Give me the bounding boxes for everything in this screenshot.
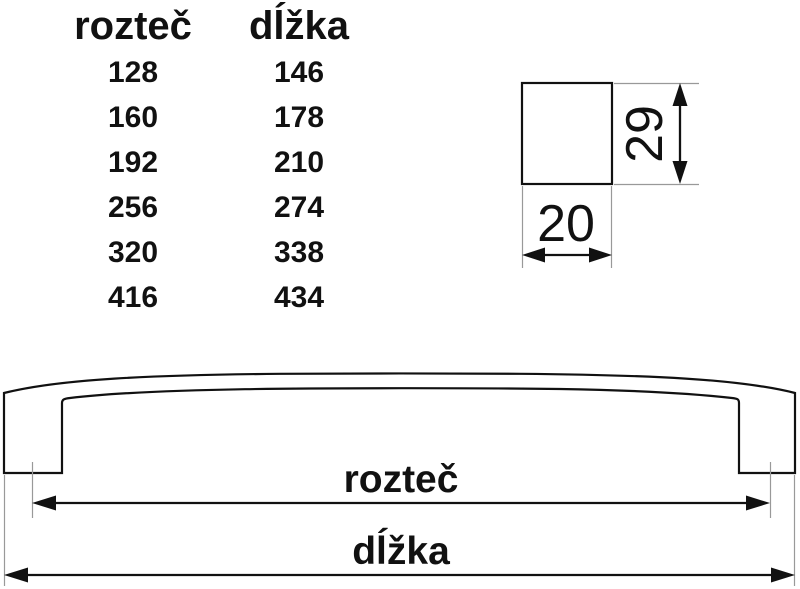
- dimensions-table: rozteč dĺžka 128 146 160 178 192 210 256…: [63, 2, 375, 320]
- profile-square: [520, 81, 614, 186]
- roztec-value: 320: [107, 235, 159, 269]
- arrow-up-icon: [672, 83, 688, 106]
- profile-cross-section: 29 20: [520, 81, 699, 268]
- arrow-right-icon: [771, 567, 795, 583]
- table-row: 192 210: [63, 140, 375, 185]
- dlzka-value: 178: [273, 100, 325, 134]
- arrow-left-icon: [32, 495, 56, 511]
- arrow-right-icon: [589, 247, 612, 263]
- width-dimension: 20: [522, 195, 612, 263]
- roztec-value: 160: [107, 100, 159, 134]
- dlzka-value: 146: [273, 55, 325, 89]
- roztec-value: 192: [107, 145, 159, 179]
- roztec-value: 416: [107, 280, 159, 314]
- height-dimension: 29: [616, 83, 688, 184]
- table-row: 128 146: [63, 50, 375, 95]
- dlzka-value: 434: [273, 280, 325, 314]
- arrow-right-icon: [746, 495, 770, 511]
- pitch-label: rozteč: [344, 458, 459, 501]
- col-header-roztec: rozteč: [74, 3, 192, 48]
- roztec-value: 128: [107, 55, 159, 89]
- dlzka-value: 210: [273, 145, 325, 179]
- pitch-dimension: rozteč: [31, 458, 772, 518]
- table-header-row: rozteč dĺžka: [63, 2, 375, 50]
- arrow-left-icon: [522, 247, 545, 263]
- table-row: 320 338: [63, 230, 375, 275]
- arrow-down-icon: [672, 161, 688, 184]
- handle-elevation: rozteč dĺžka: [2, 372, 797, 586]
- dlzka-value: 338: [273, 235, 325, 269]
- arrow-left-icon: [4, 567, 28, 583]
- length-dimension: dĺžka: [3, 475, 796, 586]
- table-row: 416 434: [63, 275, 375, 320]
- length-label: dĺžka: [352, 528, 450, 573]
- table-row: 160 178: [63, 95, 375, 140]
- height-dim-label: 29: [616, 105, 674, 163]
- dlzka-value: 274: [273, 190, 325, 224]
- handle-outline: [2, 372, 797, 475]
- roztec-value: 256: [107, 190, 159, 224]
- col-header-dlzka: dĺžka: [248, 3, 350, 48]
- table-row: 256 274: [63, 185, 375, 230]
- width-dim-label: 20: [537, 195, 595, 253]
